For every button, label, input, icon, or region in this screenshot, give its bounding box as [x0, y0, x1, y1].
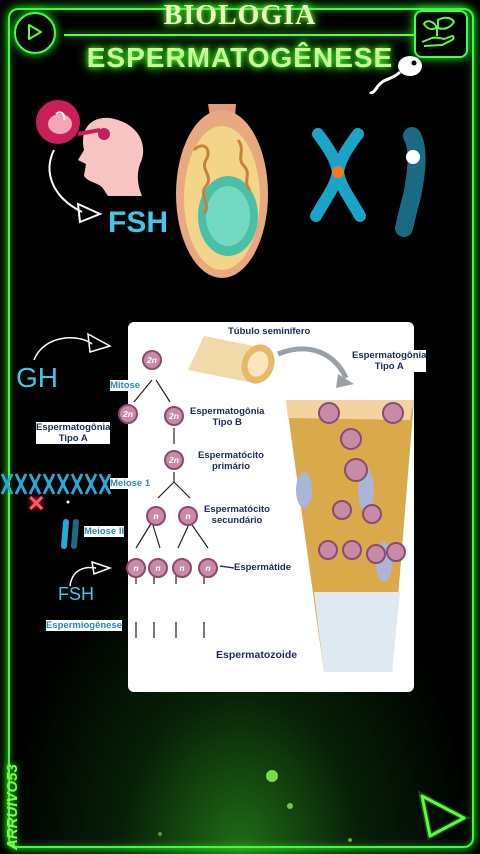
spermatogonia-a-label-left: Espermatogônia Tipo A [36, 422, 111, 444]
next-arrow-icon[interactable] [416, 790, 470, 844]
wedge-cell [386, 542, 406, 562]
gh-label: GH [16, 362, 58, 393]
wedge-cell [366, 544, 386, 564]
spermatozoon-label: Espermatozoide [216, 649, 298, 661]
wedge-cell [318, 540, 338, 560]
cell-spermatid: n [198, 558, 218, 578]
cell-spermatogonia-a: 2n [118, 404, 138, 424]
wedge-cell [332, 500, 352, 520]
leaf-hand-icon [421, 16, 456, 47]
watermark-text: ARRUIVO53 [4, 764, 21, 850]
cell-spermatid: n [126, 558, 146, 578]
spermiogenesis-label: Espermiogênese [46, 620, 123, 631]
play-icon [28, 24, 42, 40]
cell-spermatid: n [172, 558, 192, 578]
secondary-spermatocyte-label: Espermatócito secundário [204, 504, 270, 526]
meiosis-2-label: Meiose II [84, 526, 125, 537]
cell-secondary-spermatocyte: n [146, 506, 166, 526]
meiosis-1-label: Meiose 1 [110, 478, 151, 489]
wedge-cell [342, 540, 362, 560]
wedge-cell [344, 458, 368, 482]
chromosome-pair [61, 519, 79, 549]
mitosis-label: Mitose [110, 380, 141, 391]
close-icon: ✕ [27, 491, 46, 516]
cell-spermatogonia-b: 2n [164, 406, 184, 426]
cell-secondary-spermatocyte: n [178, 506, 198, 526]
page-title: BIOLOGIA [163, 0, 317, 31]
spermatogonia-a-label-right: Espermatogônia Tipo A [352, 350, 427, 372]
spermatogenesis-diagram: 2n 2n 2n 2n n n n n n n Túbulo seminífer… [118, 322, 427, 692]
spermatogonia-b-label: Espermatogônia Tipo B [190, 406, 265, 428]
seminiferous-tubule-image [188, 336, 354, 388]
chromosome-y-image [395, 127, 426, 237]
top-illustrations [36, 56, 426, 278]
sperm-icon [368, 56, 422, 95]
chromosome-x-image [310, 128, 366, 222]
cell-spermatid: n [148, 558, 168, 578]
play-button[interactable] [14, 12, 56, 54]
primary-spermatocyte-label: Espermatócito primário [198, 450, 264, 472]
wedge-cell [318, 402, 340, 424]
leaf-hand-button[interactable] [414, 10, 468, 58]
diagram-graphics [133, 336, 414, 672]
wedge-cell [382, 402, 404, 424]
page-subtitle: ESPERMATOGÊNESE [86, 42, 394, 73]
head-pituitary-image [36, 100, 144, 224]
wedge-cell [340, 428, 362, 450]
spermatid-label: Espermátide [234, 562, 292, 573]
fsh-label-top: FSH [108, 206, 168, 239]
cell-spermatogonia: 2n [142, 350, 162, 370]
testis-image [176, 104, 268, 278]
fsh-label-side: FSH [58, 584, 94, 604]
chromosome-row [0, 473, 112, 495]
title-divider [64, 34, 414, 36]
cell-primary-spermatocyte: 2n [164, 450, 184, 470]
tubule-label: Túbulo seminífero [228, 326, 311, 337]
wedge-cell [362, 504, 382, 524]
